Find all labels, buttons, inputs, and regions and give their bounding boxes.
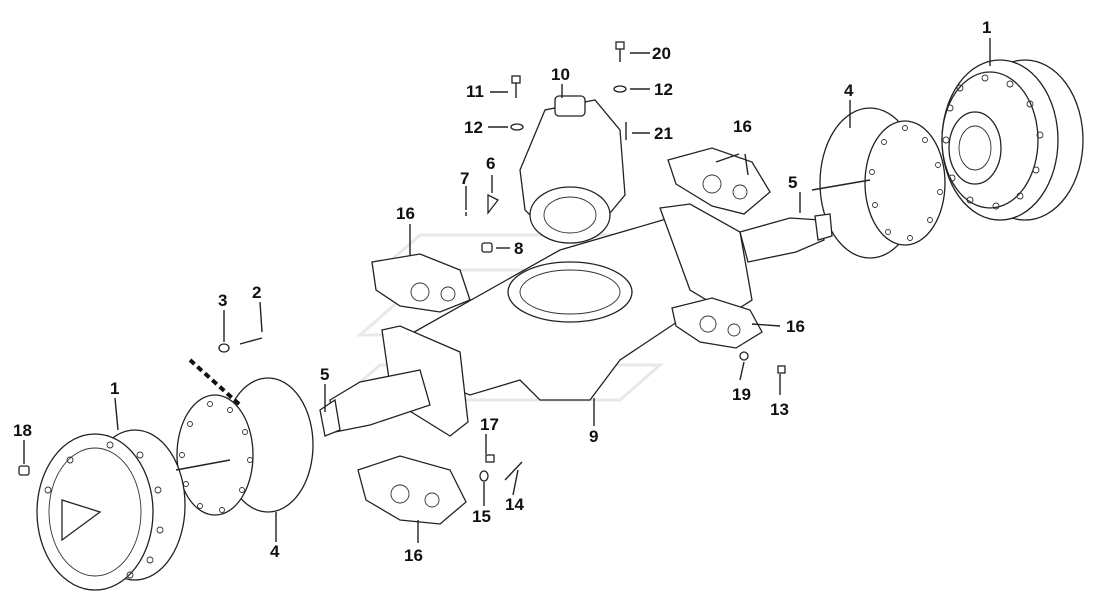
label-brake-disc-right: 4: [844, 81, 854, 100]
label-axle-housing: 9: [589, 427, 598, 446]
label-bolt-3: 3: [218, 291, 227, 310]
label-wedge-6: 6: [486, 154, 495, 173]
label-washer-12b: 12: [654, 80, 673, 99]
label-caliper-top-left: 16: [396, 204, 415, 223]
label-shaft-right: 5: [788, 173, 797, 192]
label-hub-left: 1: [110, 379, 119, 398]
label-caliper-bottom: 16: [404, 546, 423, 565]
brake-caliper-top-left: [371, 253, 471, 313]
label-washer-12a: 12: [464, 118, 483, 137]
label-plug-19: 19: [732, 385, 751, 404]
label-bolt-7: 7: [460, 169, 469, 188]
brake-disc-right: [819, 107, 946, 259]
label-bolt-13: 13: [770, 400, 789, 419]
label-plug-18: 18: [13, 421, 32, 440]
label-brake-disc-left: 4: [270, 542, 280, 561]
label-nut-8: 8: [514, 239, 523, 258]
label-differential: 10: [551, 65, 570, 84]
callout-labels: 1 4 5 16 16 19 13 20 12 21 10 11 12 6 7 …: [13, 18, 991, 565]
wheel-hub-right: [941, 59, 1084, 221]
label-hub-right: 1: [982, 18, 991, 37]
label-bolt-14: 14: [505, 495, 524, 514]
brake-caliper-right: [671, 297, 763, 349]
hardware: [18, 41, 786, 482]
brake-disc-left: [176, 377, 314, 516]
label-pin-21: 21: [654, 124, 673, 143]
axle-housing: [319, 203, 833, 437]
label-caliper-right: 16: [786, 317, 805, 336]
brake-caliper-bottom: [357, 455, 467, 525]
label-washer-15: 15: [472, 507, 491, 526]
label-bolt-11: 11: [466, 82, 484, 101]
label-washer-2: 2: [252, 283, 261, 302]
differential: [519, 95, 626, 244]
label-bolt-17: 17: [480, 415, 499, 434]
label-caliper-top-right: 16: [733, 117, 752, 136]
label-shaft-left: 5: [320, 365, 329, 384]
leader-lines: [23, 38, 991, 543]
brake-caliper-top-right: [667, 147, 771, 215]
label-bolt-20: 20: [652, 44, 671, 63]
wheel-hub-left: [36, 429, 186, 591]
